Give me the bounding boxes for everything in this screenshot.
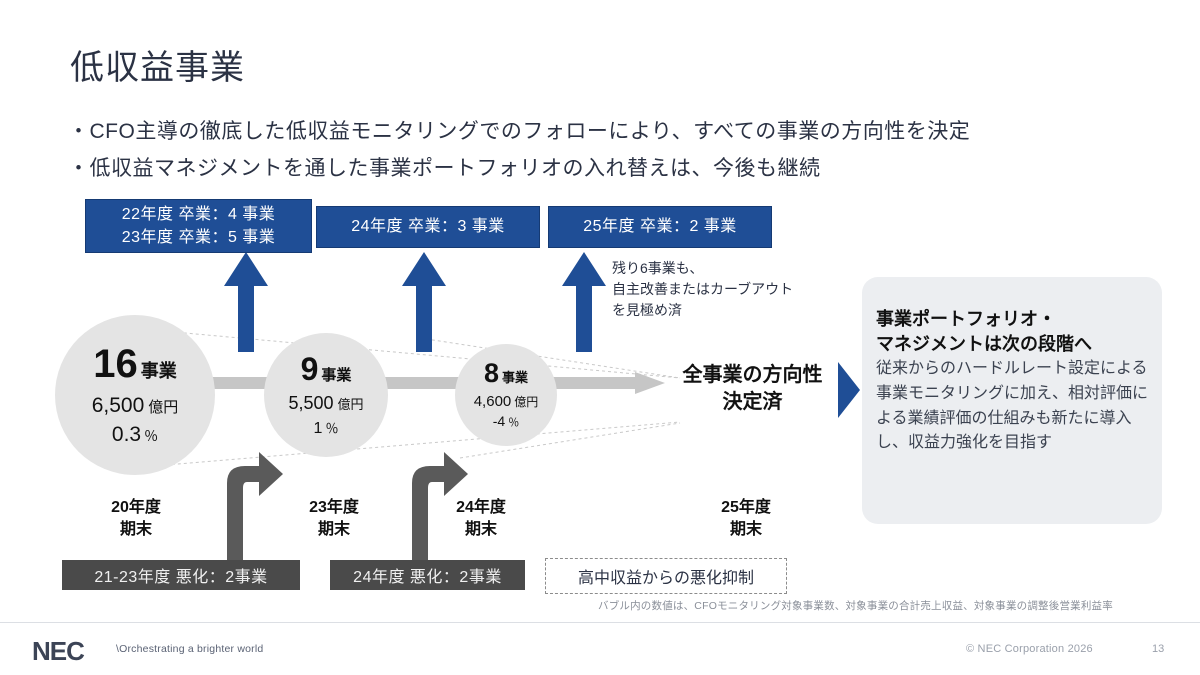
decided-right-arrow-icon (838, 362, 860, 418)
deterioration-arrow-1 (227, 452, 283, 568)
footnote: バブル内の数値は、CFOモニタリング対象事業数、対象事業の合計売上収益、対象事業… (598, 600, 1113, 612)
bullet-line-1: ・CFO主導の徹底した低収益モニタリングでのフォローにより、すべての事業の方向性… (68, 120, 971, 143)
deterioration-box-2[interactable]: 24年度 悪化：2事業 (330, 560, 525, 590)
deterioration-suppression-note: 高中収益からの悪化抑制 (545, 558, 787, 594)
bubble-fy20-count: 16 (93, 341, 138, 386)
nec-logo: NEC (32, 636, 85, 666)
bubble-fy24[interactable]: 8 事業 4,600 億円 -4 ％ (455, 344, 557, 446)
bubble-fy24-revenue-row: 4,600 億円 (474, 393, 539, 410)
bubble-fy24-margin-row: -4 ％ (493, 413, 519, 430)
graduation-box-1-line1: 22年度 卒業：4 事業 (121, 205, 276, 223)
bubble-fy20-count-unit: 事業 (140, 360, 177, 381)
year-label-fy20: 20年度 期末 (111, 499, 161, 538)
bubble-fy24-count: 8 (483, 358, 499, 388)
nec-tagline: \Orchestrating a brighter world (116, 643, 264, 655)
bubble-fy23[interactable]: 9 事業 5,500 億円 1 ％ (264, 333, 388, 457)
graduation-box-2-line1: 24年度 卒業：3 事業 (351, 218, 505, 236)
graduation-box-2[interactable]: 24年度 卒業：3 事業 (316, 206, 540, 248)
remaining-businesses-note: 残り6事業も、 自主改善またはカーブアウト を見極め済 (612, 260, 794, 318)
next-stage-panel-body: 従来からのハードルレート設定による事業モニタリングに加え、相対評価による業績評価… (876, 360, 1149, 452)
bubble-fy20-revenue-row: 6,500 億円 (92, 394, 179, 418)
bubble-fy24-count-unit: 事業 (502, 370, 529, 385)
copyright-text: © NEC Corporation 2026 (966, 643, 1093, 655)
graduation-arrow-1 (224, 252, 268, 352)
bubble-fy24-revenue: 4,600 (473, 393, 512, 410)
bullet-line-2: ・低収益マネジメントを通した事業ポートフォリオの入れ替えは、今後も継続 (68, 157, 821, 180)
bubble-fy20-margin: 0.3 (111, 422, 142, 446)
bubble-fy23-margin-row: 1 ％ (314, 418, 339, 438)
bubble-fy24-margin-unit: ％ (508, 417, 520, 429)
bubble-fy24-revenue-unit: 億円 (514, 395, 539, 409)
all-businesses-decided-label: 全事業の方向性 決定済 (682, 364, 823, 413)
next-stage-panel (862, 277, 1162, 524)
deterioration-arrow-2 (412, 452, 468, 568)
deterioration-box-1[interactable]: 21-23年度 悪化：2事業 (62, 560, 300, 590)
bubble-fy24-count-row: 8 事業 (484, 360, 528, 387)
bubble-fy20-revenue-unit: 億円 (148, 398, 179, 416)
bubble-fy24-margin: -4 (492, 413, 506, 429)
bubble-fy23-margin: 1 (313, 419, 323, 437)
graduation-box-1[interactable]: 22年度 卒業：4 事業 23年度 卒業：5 事業 (85, 199, 312, 253)
bubble-fy23-count-row: 9 事業 (301, 353, 352, 385)
bubble-fy20-count-row: 16 事業 (93, 344, 177, 384)
graduation-box-3[interactable]: 25年度 卒業：2 事業 (548, 206, 772, 248)
footer-divider (0, 622, 1200, 623)
bubble-fy23-count-unit: 事業 (321, 366, 352, 384)
year-label-fy25: 25年度 期末 (721, 499, 771, 538)
bubble-fy23-revenue-unit: 億円 (337, 396, 364, 412)
graduation-box-3-line1: 25年度 卒業：2 事業 (583, 218, 737, 236)
bubble-fy20-margin-row: 0.3 ％ (112, 423, 158, 447)
bubble-fy20-margin-unit: ％ (144, 427, 159, 444)
year-label-fy23: 23年度 期末 (309, 499, 359, 538)
graduation-arrow-3 (562, 252, 606, 352)
bubble-fy23-margin-unit: ％ (325, 420, 339, 436)
next-stage-panel-title: 事業ポートフォリオ・ マネジメントは次の段階へ (876, 309, 1092, 355)
page-number: 13 (1152, 643, 1165, 655)
year-label-fy24: 24年度 期末 (456, 499, 506, 538)
graduation-arrow-2 (402, 252, 446, 352)
bubble-trend-connectors (129, 327, 681, 469)
bubble-fy23-revenue: 5,500 (288, 392, 334, 413)
graduation-box-1-line2: 23年度 卒業：5 事業 (121, 229, 276, 246)
page-title: 低収益事業 (70, 49, 245, 87)
bubble-fy20[interactable]: 16 事業 6,500 億円 0.3 ％ (55, 315, 215, 475)
bubble-fy23-revenue-row: 5,500 億円 (288, 393, 363, 414)
bubble-fy20-revenue: 6,500 (91, 393, 145, 417)
bubble-fy23-count: 9 (300, 350, 319, 387)
